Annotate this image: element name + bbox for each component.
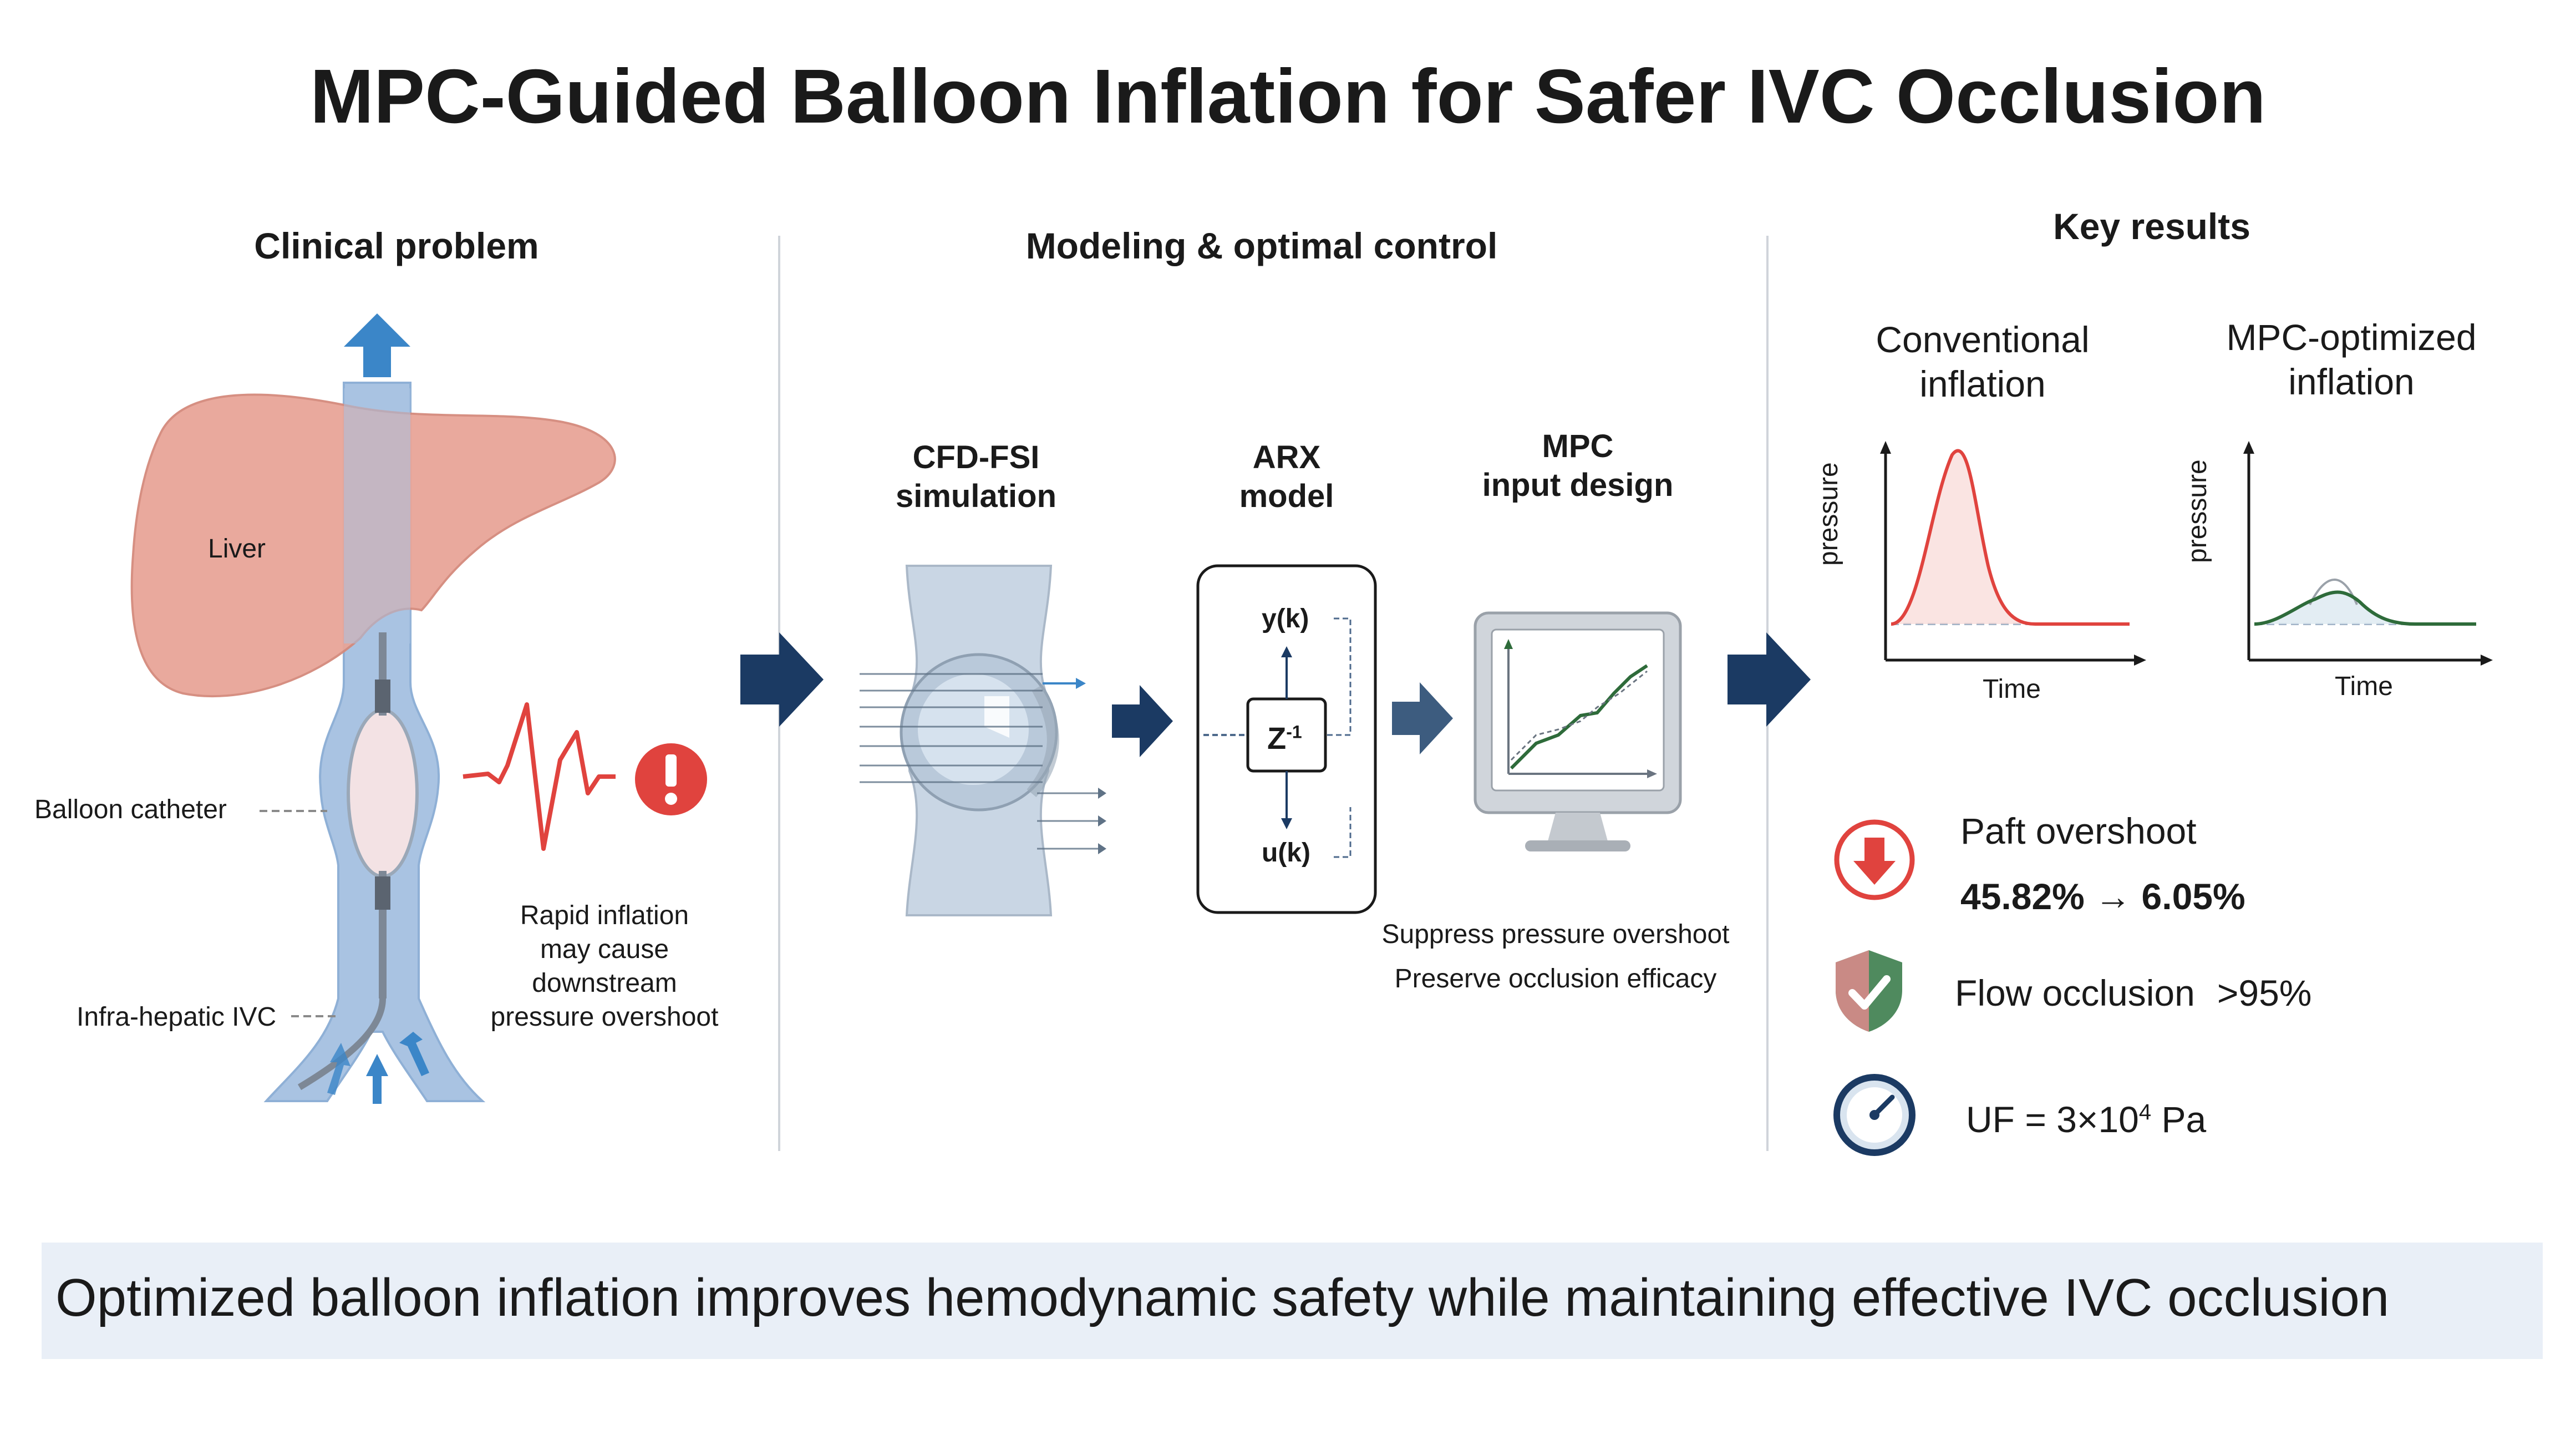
cfd-fsi-illustration — [860, 565, 1106, 916]
conventional-ylabel: pressure — [1814, 462, 1843, 566]
overshoot-values: 45.82% → 6.05% — [1960, 876, 2245, 917]
section-title-clinical: Clinical problem — [254, 225, 539, 266]
mpc-plot — [2243, 441, 2493, 666]
ivc-label: Infra-hepatic IVC — [77, 1002, 277, 1032]
mpc-ylabel: pressure — [2183, 459, 2212, 563]
mpc-monitor-illustration — [1474, 611, 1682, 851]
pressure-wave-icon — [463, 702, 616, 851]
section-title-results: Key results — [2053, 206, 2250, 247]
section-arrow-left-icon — [740, 632, 824, 727]
conventional-curve — [1891, 449, 2130, 626]
overshoot-label: Paft overshoot — [1960, 810, 2197, 851]
balloon — [347, 708, 419, 878]
modeling-captions: Suppress pressure overshoot Preserve occ… — [1381, 920, 1730, 993]
gauge-icon — [1833, 1074, 1916, 1156]
up-arrow-icon — [344, 313, 410, 377]
warning-text: Rapid inflation may cause downstream pre… — [490, 901, 719, 1032]
balloon-catheter-label: Balloon catheter — [34, 795, 227, 824]
mpc-curve — [2254, 590, 2476, 626]
shield-check-icon — [1836, 950, 1902, 1032]
liver-label: Liver — [208, 534, 266, 564]
stage-arrow-2-icon — [1392, 682, 1453, 754]
section-title-modeling: Modeling & optimal control — [1025, 225, 1498, 266]
down-arrow-icon — [1834, 819, 1915, 900]
conventional-plot — [1880, 441, 2146, 666]
page-title: MPC-Guided Balloon Inflation for Safer I… — [310, 54, 2266, 139]
delay-operator: Z-1 — [1267, 721, 1302, 756]
arx-input-label: u(k) — [1262, 838, 1310, 868]
stage-arrow-1-icon — [1112, 685, 1173, 757]
footer-banner — [42, 1243, 2543, 1359]
occlusion-result: Flow occlusion>95% — [1955, 972, 2312, 1013]
arx-output-label: y(k) — [1262, 604, 1309, 633]
conventional-xlabel: Time — [1983, 675, 2041, 704]
footer-text: Optimized balloon inflation improves hem… — [55, 1268, 2390, 1327]
uf-result: UF = 3×104 Pa — [1966, 1099, 2207, 1140]
arx-block-diagram — [1196, 564, 1377, 914]
warning-icon — [635, 743, 707, 815]
clinical-illustration — [130, 313, 707, 1104]
section-arrow-right-icon — [1728, 632, 1811, 727]
mpc-xlabel: Time — [2335, 672, 2393, 701]
